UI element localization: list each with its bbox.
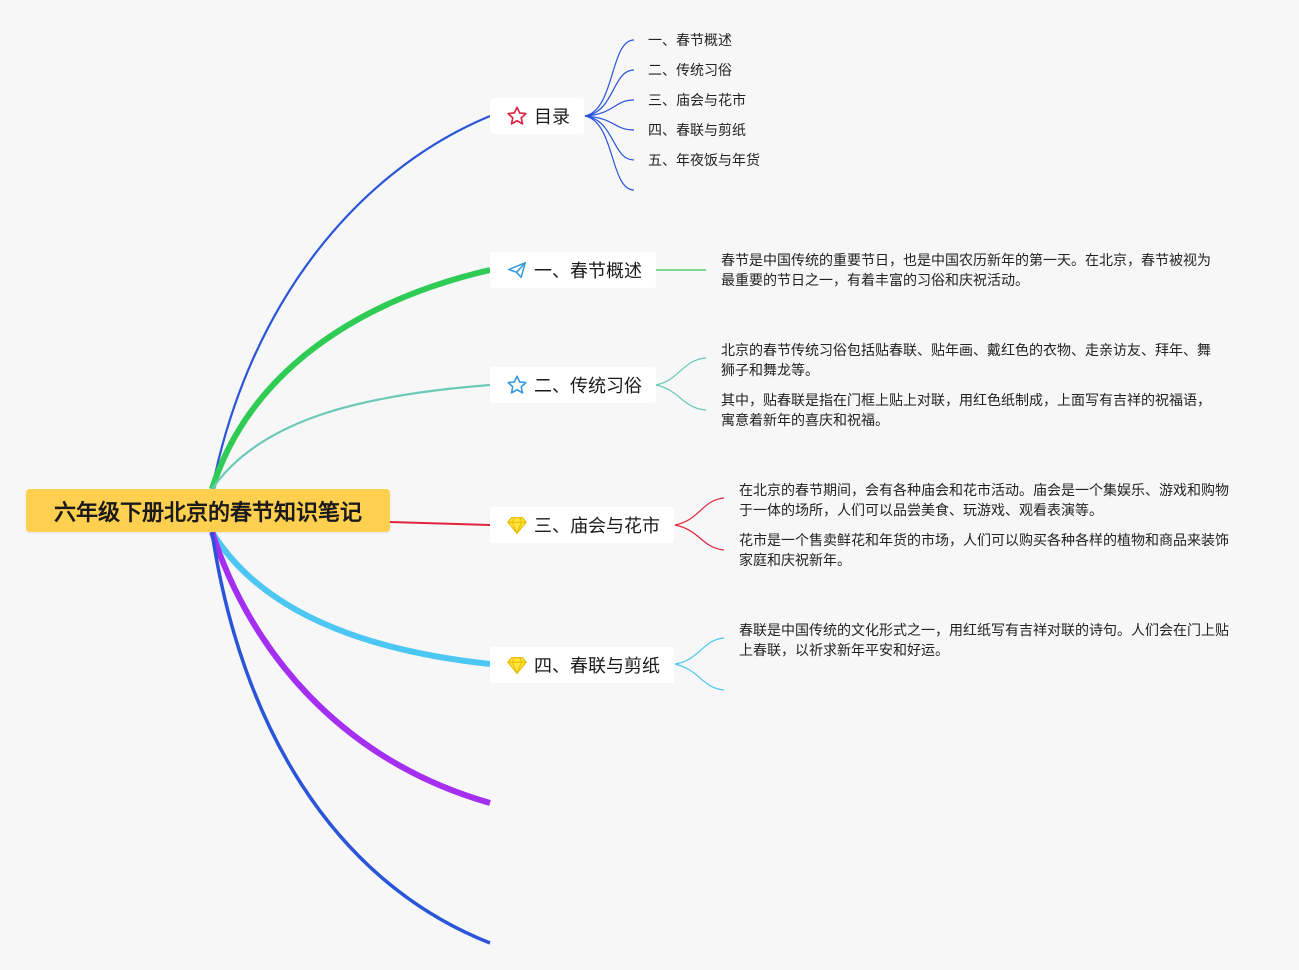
root-topic[interactable]: 六年级下册北京的春节知识笔记: [26, 489, 390, 532]
branch-toc[interactable]: 目录: [490, 98, 584, 134]
branch-section-4[interactable]: 四、春联与剪纸: [490, 647, 674, 683]
note-section-4[interactable]: 春联是中国传统的文化形式之一，用红纸写有吉祥对联的诗句。人们会在门上贴 上春联，…: [739, 621, 1229, 661]
connector-section-2: [211, 383, 491, 490]
star-outline-icon: [506, 374, 528, 396]
connector-empty-2: [210, 531, 491, 945]
connector-toc: [210, 114, 491, 490]
note-line: 北京的春节传统习俗包括贴春联、贴年画、戴红色的衣物、走亲访友、拜年、舞: [721, 343, 1211, 359]
note-line: 在北京的春节期间，会有各种庙会和花市活动。庙会是一个集娱乐、游戏和购物: [739, 483, 1229, 499]
branch-section-2[interactable]: 二、传统习俗: [490, 367, 656, 403]
branch-section-1-label: 一、春节概述: [534, 261, 642, 282]
toc-item-4[interactable]: 四、春联与剪纸: [648, 123, 746, 139]
note-line: 狮子和舞龙等。: [721, 363, 819, 379]
connector-note-3: [674, 497, 725, 551]
paper-plane-icon: [506, 259, 528, 281]
toc-item-3[interactable]: 三、庙会与花市: [648, 93, 746, 109]
note-section-2b[interactable]: 其中，贴春联是指在门框上贴上对联，用红色纸制成，上面写有吉祥的祝福语， 寓意着新…: [721, 391, 1211, 431]
root-title: 六年级下册北京的春节知识笔记: [53, 500, 362, 526]
toc-item-5[interactable]: 五、年夜饭与年货: [648, 153, 760, 169]
note-line: 春联是中国传统的文化形式之一，用红纸写有吉祥对联的诗句。人们会在门上贴: [739, 623, 1229, 639]
connector-note-2: [655, 357, 707, 411]
branch-section-3-label: 三、庙会与花市: [534, 516, 660, 537]
toc-item-2[interactable]: 二、传统习俗: [648, 63, 732, 79]
star-outline-icon: [506, 105, 528, 127]
note-line: 于一体的场所，人们可以品尝美食、玩游戏、观看表演等。: [739, 503, 1103, 519]
note-line: 寓意着新年的喜庆和祝福。: [721, 413, 889, 429]
note-section-2a[interactable]: 北京的春节传统习俗包括贴春联、贴年画、戴红色的衣物、走亲访友、拜年、舞 狮子和舞…: [721, 341, 1211, 381]
connector-toc-items: [584, 39, 635, 191]
branch-toc-label: 目录: [534, 107, 570, 128]
diamond-icon: [506, 654, 528, 676]
connector-section-1: [209, 267, 491, 490]
note-line: 其中，贴春联是指在门框上贴上对联，用红色纸制成，上面写有吉祥的祝福语，: [721, 393, 1211, 409]
note-line: 最重要的节日之一，有着丰富的习俗和庆祝活动。: [721, 273, 1029, 289]
note-section-1[interactable]: 春节是中国传统的重要节日，也是中国农历新年的第一天。在北京，春节被视为 最重要的…: [721, 251, 1211, 291]
toc-item-1[interactable]: 一、春节概述: [648, 33, 732, 49]
diamond-icon: [506, 514, 528, 536]
note-line: 上春联，以祈求新年平安和好运。: [739, 643, 949, 659]
note-line: 花市是一个售卖鲜花和年货的市场，人们可以购买各种各样的植物和商品来装饰: [739, 533, 1229, 549]
branch-section-4-label: 四、春联与剪纸: [534, 656, 660, 677]
connector-section-4: [209, 530, 491, 667]
branch-section-1[interactable]: 一、春节概述: [490, 252, 656, 288]
note-section-3b[interactable]: 花市是一个售卖鲜花和年货的市场，人们可以购买各种各样的植物和商品来装饰 家庭和庆…: [739, 531, 1229, 571]
branch-section-3[interactable]: 三、庙会与花市: [490, 507, 674, 543]
connector-empty-1: [209, 531, 491, 806]
note-section-3a[interactable]: 在北京的春节期间，会有各种庙会和花市活动。庙会是一个集娱乐、游戏和购物 于一体的…: [739, 481, 1229, 521]
connector-section-3: [389, 521, 491, 526]
connector-note-4: [674, 637, 725, 691]
note-line: 春节是中国传统的重要节日，也是中国农历新年的第一天。在北京，春节被视为: [721, 253, 1211, 269]
note-line: 家庭和庆祝新年。: [739, 553, 851, 569]
branch-section-2-label: 二、传统习俗: [534, 376, 642, 397]
